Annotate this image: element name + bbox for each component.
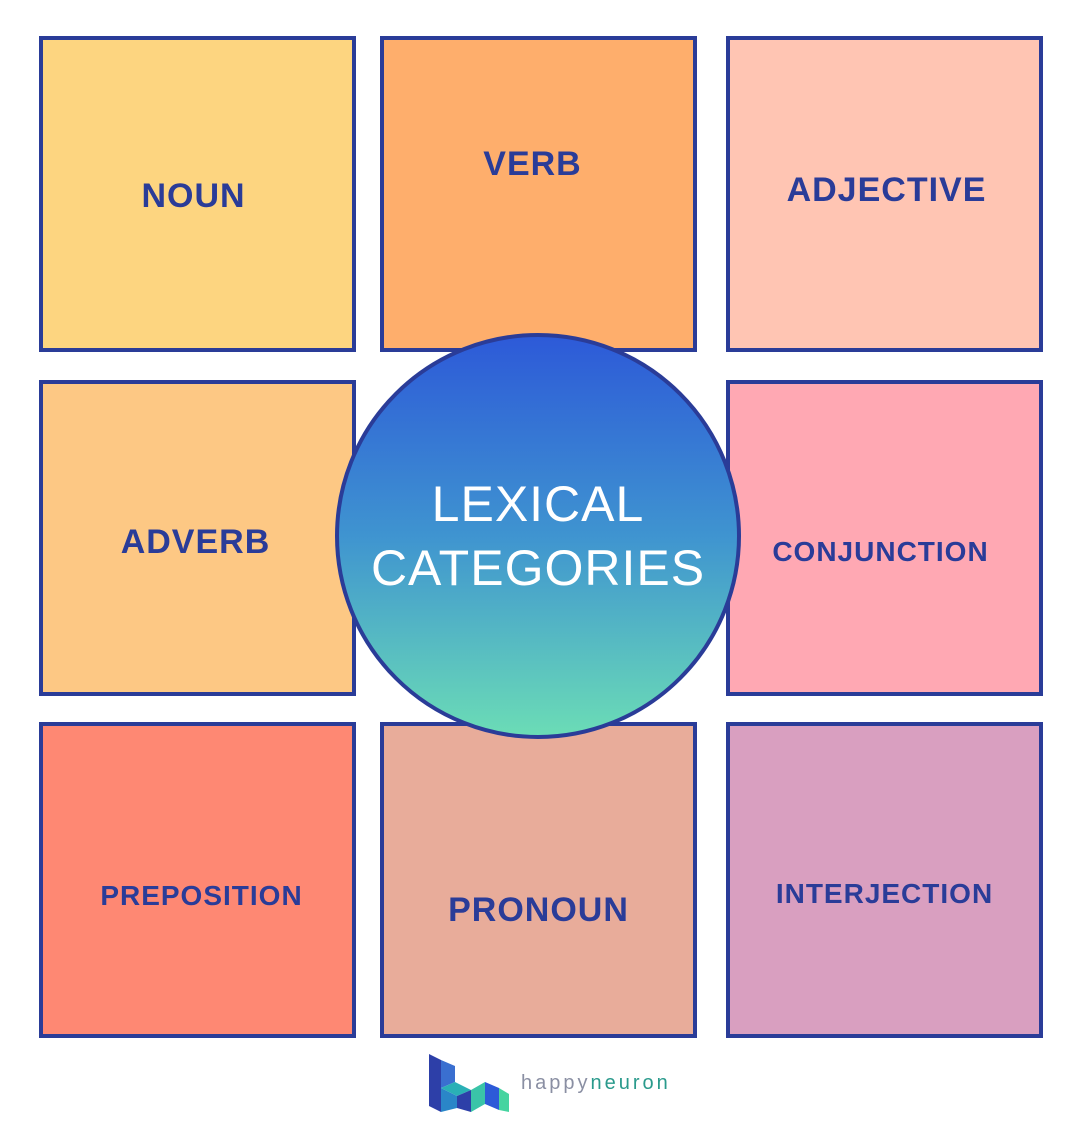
tile-adverb-label: ADVERB: [120, 522, 271, 561]
tile-conjunction: CONJUNCTION: [726, 380, 1043, 696]
center-circle: LEXICAL CATEGORIES: [335, 333, 741, 739]
logo-wordmark: happyneuron: [521, 1072, 671, 1095]
center-title-line1: LEXICAL: [431, 476, 645, 532]
tile-noun: NOUN: [39, 36, 356, 352]
happyneuron-logo: happyneuron: [427, 1050, 671, 1116]
tile-adjective-label: ADJECTIVE: [786, 170, 987, 209]
tile-pronoun-label: PRONOUN: [448, 890, 629, 929]
logo-word-neuron: neuron: [590, 1071, 671, 1094]
tile-verb-label: VERB: [483, 144, 582, 183]
tile-preposition-label: PREPOSITION: [100, 880, 303, 911]
center-title-line2: CATEGORIES: [370, 540, 706, 596]
tile-preposition: PREPOSITION: [39, 722, 356, 1038]
tile-interjection-label: INTERJECTION: [775, 878, 994, 909]
tile-verb: VERB: [380, 36, 697, 352]
logo-word-happy: happy: [521, 1071, 591, 1094]
tile-adverb: ADVERB: [39, 380, 356, 696]
tile-conjunction-label: CONJUNCTION: [772, 536, 989, 567]
tile-pronoun: PRONOUN: [380, 722, 697, 1038]
logo-mark-icon: [429, 1054, 509, 1112]
tile-noun-label: NOUN: [141, 176, 246, 215]
tile-interjection: INTERJECTION: [726, 722, 1043, 1038]
tile-adjective: ADJECTIVE: [726, 36, 1043, 352]
